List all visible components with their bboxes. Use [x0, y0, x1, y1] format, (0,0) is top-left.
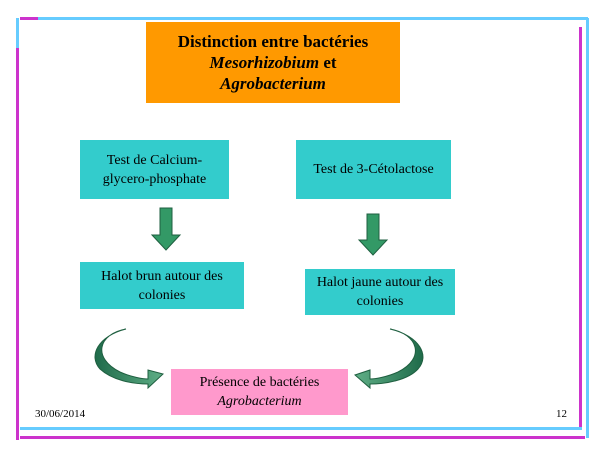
- top-bar-blue: [38, 17, 588, 20]
- conclusion-line-1: Présence de bactéries: [199, 375, 320, 390]
- title-genus-agrobacterium: Agrobacterium: [220, 74, 326, 93]
- result-brown-halo-label: Halot brun autour des colonies: [101, 268, 223, 303]
- test-calcium-box: Test de Calcium-glycero-phosphate: [80, 140, 229, 199]
- result-yellow-halo-box: Halot jaune autour des colonies: [305, 269, 455, 315]
- down-arrow-right-icon: [357, 213, 389, 256]
- down-arrow-left-icon: [150, 207, 182, 251]
- left-bar-magenta: [16, 48, 19, 440]
- conclusion-box: Présence de bactéries Agrobacterium: [171, 369, 348, 415]
- top-bar-magenta: [20, 17, 38, 20]
- right-bar-magenta: [579, 27, 582, 428]
- slide-title: Distinction entre bactéries Mesorhizobiu…: [146, 22, 400, 103]
- bottom-bar-magenta: [20, 436, 585, 439]
- title-line-2: Mesorhizobium et: [209, 52, 336, 73]
- title-connector: et: [319, 53, 337, 72]
- result-brown-halo-box: Halot brun autour des colonies: [80, 262, 244, 309]
- page-number: 12: [556, 408, 567, 420]
- curved-arrow-right-icon: [354, 328, 424, 390]
- bottom-bar-blue: [20, 427, 582, 430]
- test-cetolactose-box: Test de 3-Cétolactose: [296, 140, 451, 199]
- conclusion-genus: Agrobacterium: [217, 394, 302, 409]
- left-bar-blue: [16, 18, 19, 48]
- curved-arrow-left-icon: [94, 328, 165, 390]
- test-cetolactose-label: Test de 3-Cétolactose: [313, 162, 434, 177]
- title-line-1: Distinction entre bactéries: [177, 32, 369, 51]
- right-bar-blue: [586, 18, 589, 438]
- slide-date: 30/06/2014: [35, 408, 86, 420]
- title-genus-mesorhizobium: Mesorhizobium: [209, 53, 320, 72]
- test-calcium-label: Test de Calcium-glycero-phosphate: [102, 152, 207, 187]
- result-yellow-halo-label: Halot jaune autour des colonies: [316, 275, 444, 309]
